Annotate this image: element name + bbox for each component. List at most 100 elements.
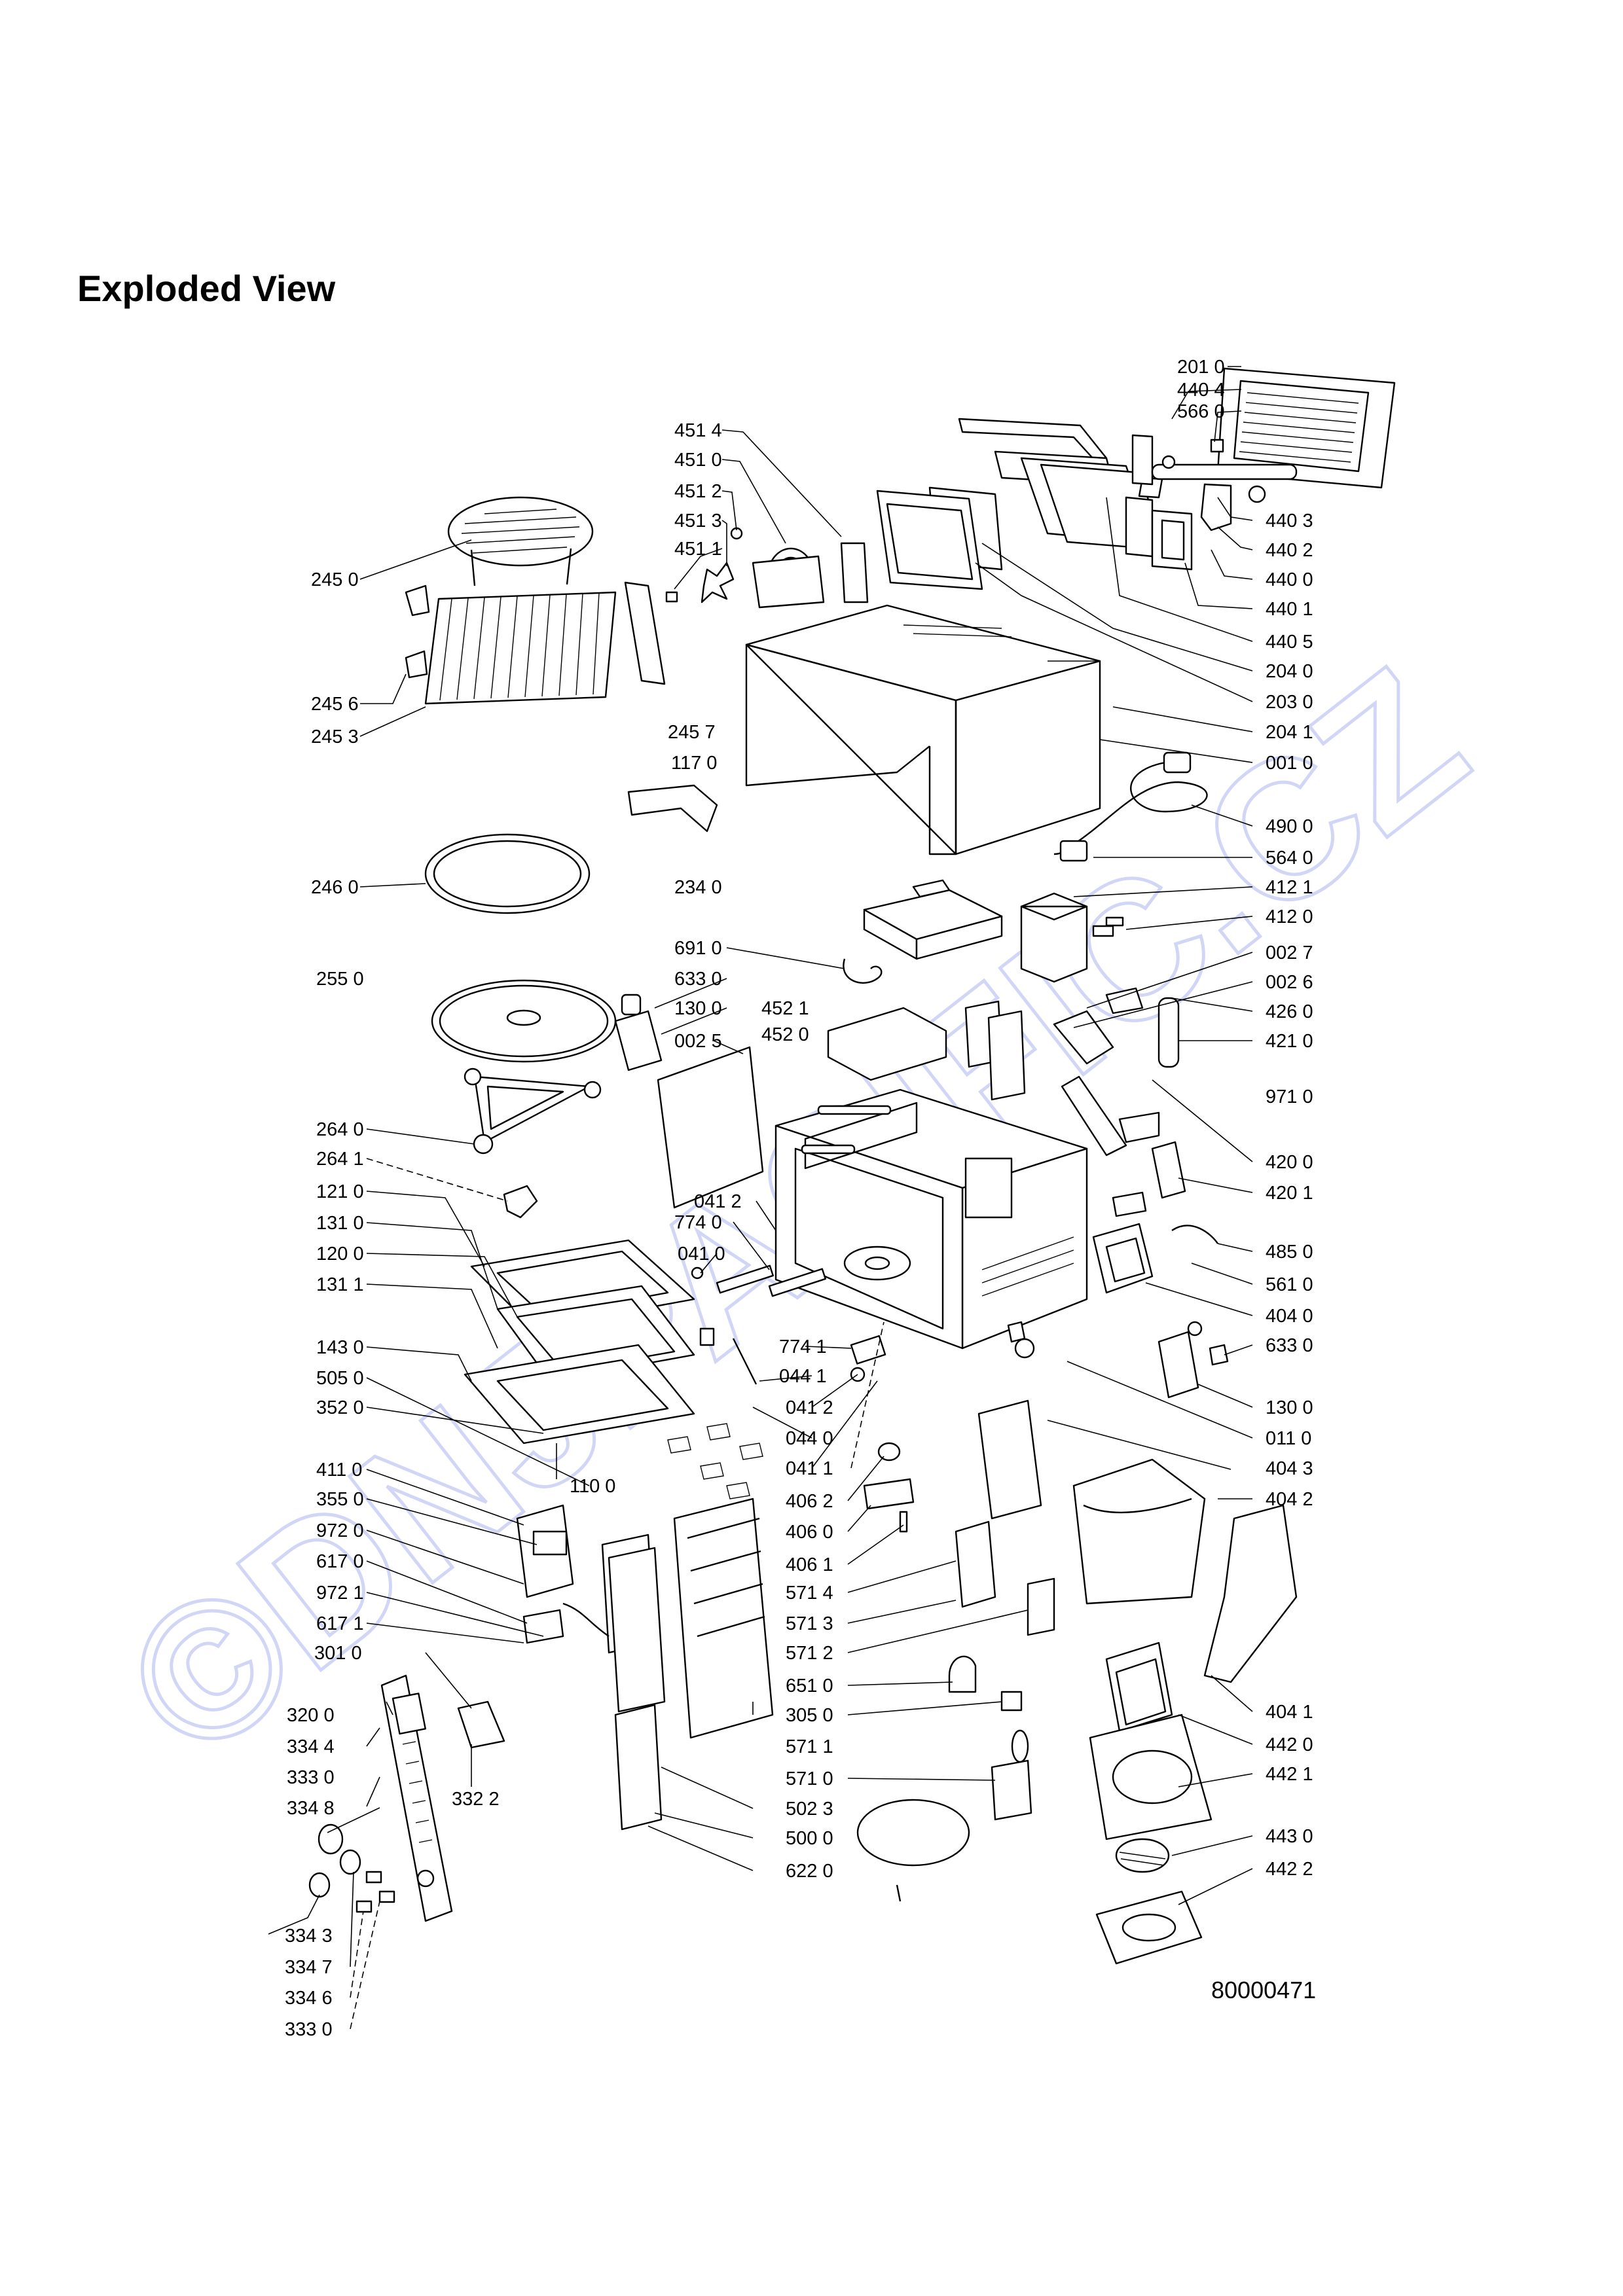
callout-404-2: 404 2 [1266, 1489, 1313, 1510]
knob-parts [308, 1823, 395, 1913]
turntable-motor-part [614, 994, 663, 1071]
interlock-parts [1092, 1111, 1218, 1294]
callout-406-0: 406 0 [786, 1522, 833, 1543]
callout-labels: 201 0 440 4 566 0 451 4 451 0 451 2 451 … [285, 357, 1313, 2040]
callout-245-0: 245 0 [311, 569, 359, 590]
lamp-cover-part [856, 1799, 970, 1902]
callout-571-3: 571 3 [786, 1613, 833, 1634]
callout-255-0: 255 0 [316, 969, 364, 990]
callout-130-0-b: 130 0 [1266, 1397, 1313, 1418]
callout-264-1: 264 1 [316, 1149, 364, 1170]
callout-651-0: 651 0 [786, 1676, 833, 1696]
callout-002-5: 002 5 [674, 1031, 722, 1052]
callout-234-0: 234 0 [674, 877, 722, 898]
base-plate-part [1095, 1890, 1203, 1965]
callout-566-0: 566 0 [1177, 401, 1225, 422]
callout-412-1: 412 1 [1266, 877, 1313, 898]
callout-044-0: 044 0 [786, 1428, 833, 1449]
callout-972-1: 972 1 [316, 1583, 364, 1604]
callout-442-2: 442 2 [1266, 1859, 1313, 1880]
plates-capacitor-parts [964, 987, 1180, 1157]
callout-245-6: 245 6 [311, 694, 359, 715]
callout-571-0: 571 0 [786, 1768, 833, 1789]
callout-452-1: 452 1 [761, 998, 809, 1019]
callout-201-0: 201 0 [1177, 357, 1225, 378]
callout-120-0: 120 0 [316, 1244, 364, 1265]
callout-305-0: 305 0 [786, 1705, 833, 1726]
callout-443-0: 443 0 [1266, 1826, 1313, 1847]
callout-564-0: 564 0 [1266, 848, 1313, 869]
outer-cabinet-part [745, 604, 1101, 855]
callout-774-0: 774 0 [674, 1212, 722, 1233]
callout-041-2-b: 041 2 [786, 1397, 833, 1418]
callout-452-0: 452 0 [761, 1024, 809, 1045]
lamp-parts [948, 1520, 1055, 1821]
callout-502-3: 502 3 [786, 1799, 833, 1820]
callout-404-0: 404 0 [1266, 1306, 1313, 1327]
callout-245-3: 245 3 [311, 726, 359, 747]
callout-246-0: 246 0 [311, 877, 359, 898]
callout-451-3: 451 3 [674, 511, 722, 531]
callout-440-4: 440 4 [1177, 380, 1225, 401]
door-hinge-parts [691, 1265, 1026, 1385]
callout-404-1: 404 1 [1266, 1702, 1313, 1723]
callout-245-7: 245 7 [668, 722, 716, 743]
callout-442-1: 442 1 [1266, 1764, 1313, 1785]
callout-404-3: 404 3 [1266, 1458, 1313, 1479]
coupler-part [503, 1185, 538, 1219]
callout-451-4: 451 4 [674, 420, 722, 441]
callout-143-0: 143 0 [316, 1337, 364, 1358]
callout-420-0: 420 0 [1266, 1152, 1313, 1173]
door-frames-part [464, 1239, 695, 1444]
callout-011-0: 011 0 [1266, 1428, 1311, 1449]
callout-002-7: 002 7 [1266, 942, 1313, 963]
callout-451-1: 451 1 [674, 539, 722, 560]
callout-500-0: 500 0 [786, 1828, 833, 1849]
transformer-412-part [1020, 892, 1124, 983]
callout-420-1: 420 1 [1266, 1183, 1313, 1204]
callout-334-8: 334 8 [287, 1798, 335, 1819]
control-board-parts [457, 1498, 774, 1831]
callout-002-6: 002 6 [1266, 972, 1313, 993]
callout-421-0: 421 0 [1266, 1031, 1313, 1052]
callout-485-0: 485 0 [1266, 1242, 1313, 1263]
callout-131-1: 131 1 [316, 1274, 364, 1295]
callout-411-0: 411 0 [316, 1460, 362, 1480]
callout-044-1: 044 1 [779, 1366, 827, 1387]
fan-shroud-part [977, 1399, 1298, 1683]
callout-617-0: 617 0 [316, 1551, 364, 1572]
top-bracket-parts [876, 418, 1298, 590]
callout-440-3: 440 3 [1266, 511, 1313, 531]
callout-334-6: 334 6 [285, 1988, 333, 2009]
turntable-part [431, 979, 617, 1063]
callout-451-0: 451 0 [674, 450, 722, 471]
callout-440-2: 440 2 [1266, 540, 1313, 561]
callout-561-0: 561 0 [1266, 1274, 1313, 1295]
callout-352-0: 352 0 [316, 1397, 364, 1418]
callout-117-0: 117 0 [671, 753, 717, 774]
callout-622-0: 622 0 [786, 1861, 833, 1882]
callout-301-0: 301 0 [314, 1643, 362, 1664]
callout-130-0-a: 130 0 [674, 998, 722, 1019]
page-title: Exploded View [77, 268, 336, 309]
fan-assembly-part [665, 527, 869, 609]
callout-355-0: 355 0 [316, 1489, 364, 1510]
callout-440-1: 440 1 [1266, 599, 1313, 620]
callout-204-1: 204 1 [1266, 722, 1313, 743]
callout-334-3: 334 3 [285, 1926, 333, 1946]
callout-633-0-a: 633 0 [674, 969, 722, 990]
parts-drawing [308, 367, 1396, 1965]
cover-452-part [827, 1007, 947, 1081]
callout-440-5: 440 5 [1266, 632, 1313, 653]
callout-041-1: 041 1 [786, 1458, 833, 1479]
callout-333-0-b: 333 0 [285, 2019, 333, 2040]
motor-right-part [1014, 1321, 1229, 1399]
waveguide-part [843, 879, 1003, 984]
callout-571-1: 571 1 [786, 1736, 833, 1757]
callout-571-4: 571 4 [786, 1583, 833, 1604]
callout-332-2: 332 2 [452, 1789, 500, 1810]
callout-451-2: 451 2 [674, 481, 722, 502]
callout-334-4: 334 4 [287, 1736, 335, 1757]
rack-slide-part [624, 581, 666, 685]
